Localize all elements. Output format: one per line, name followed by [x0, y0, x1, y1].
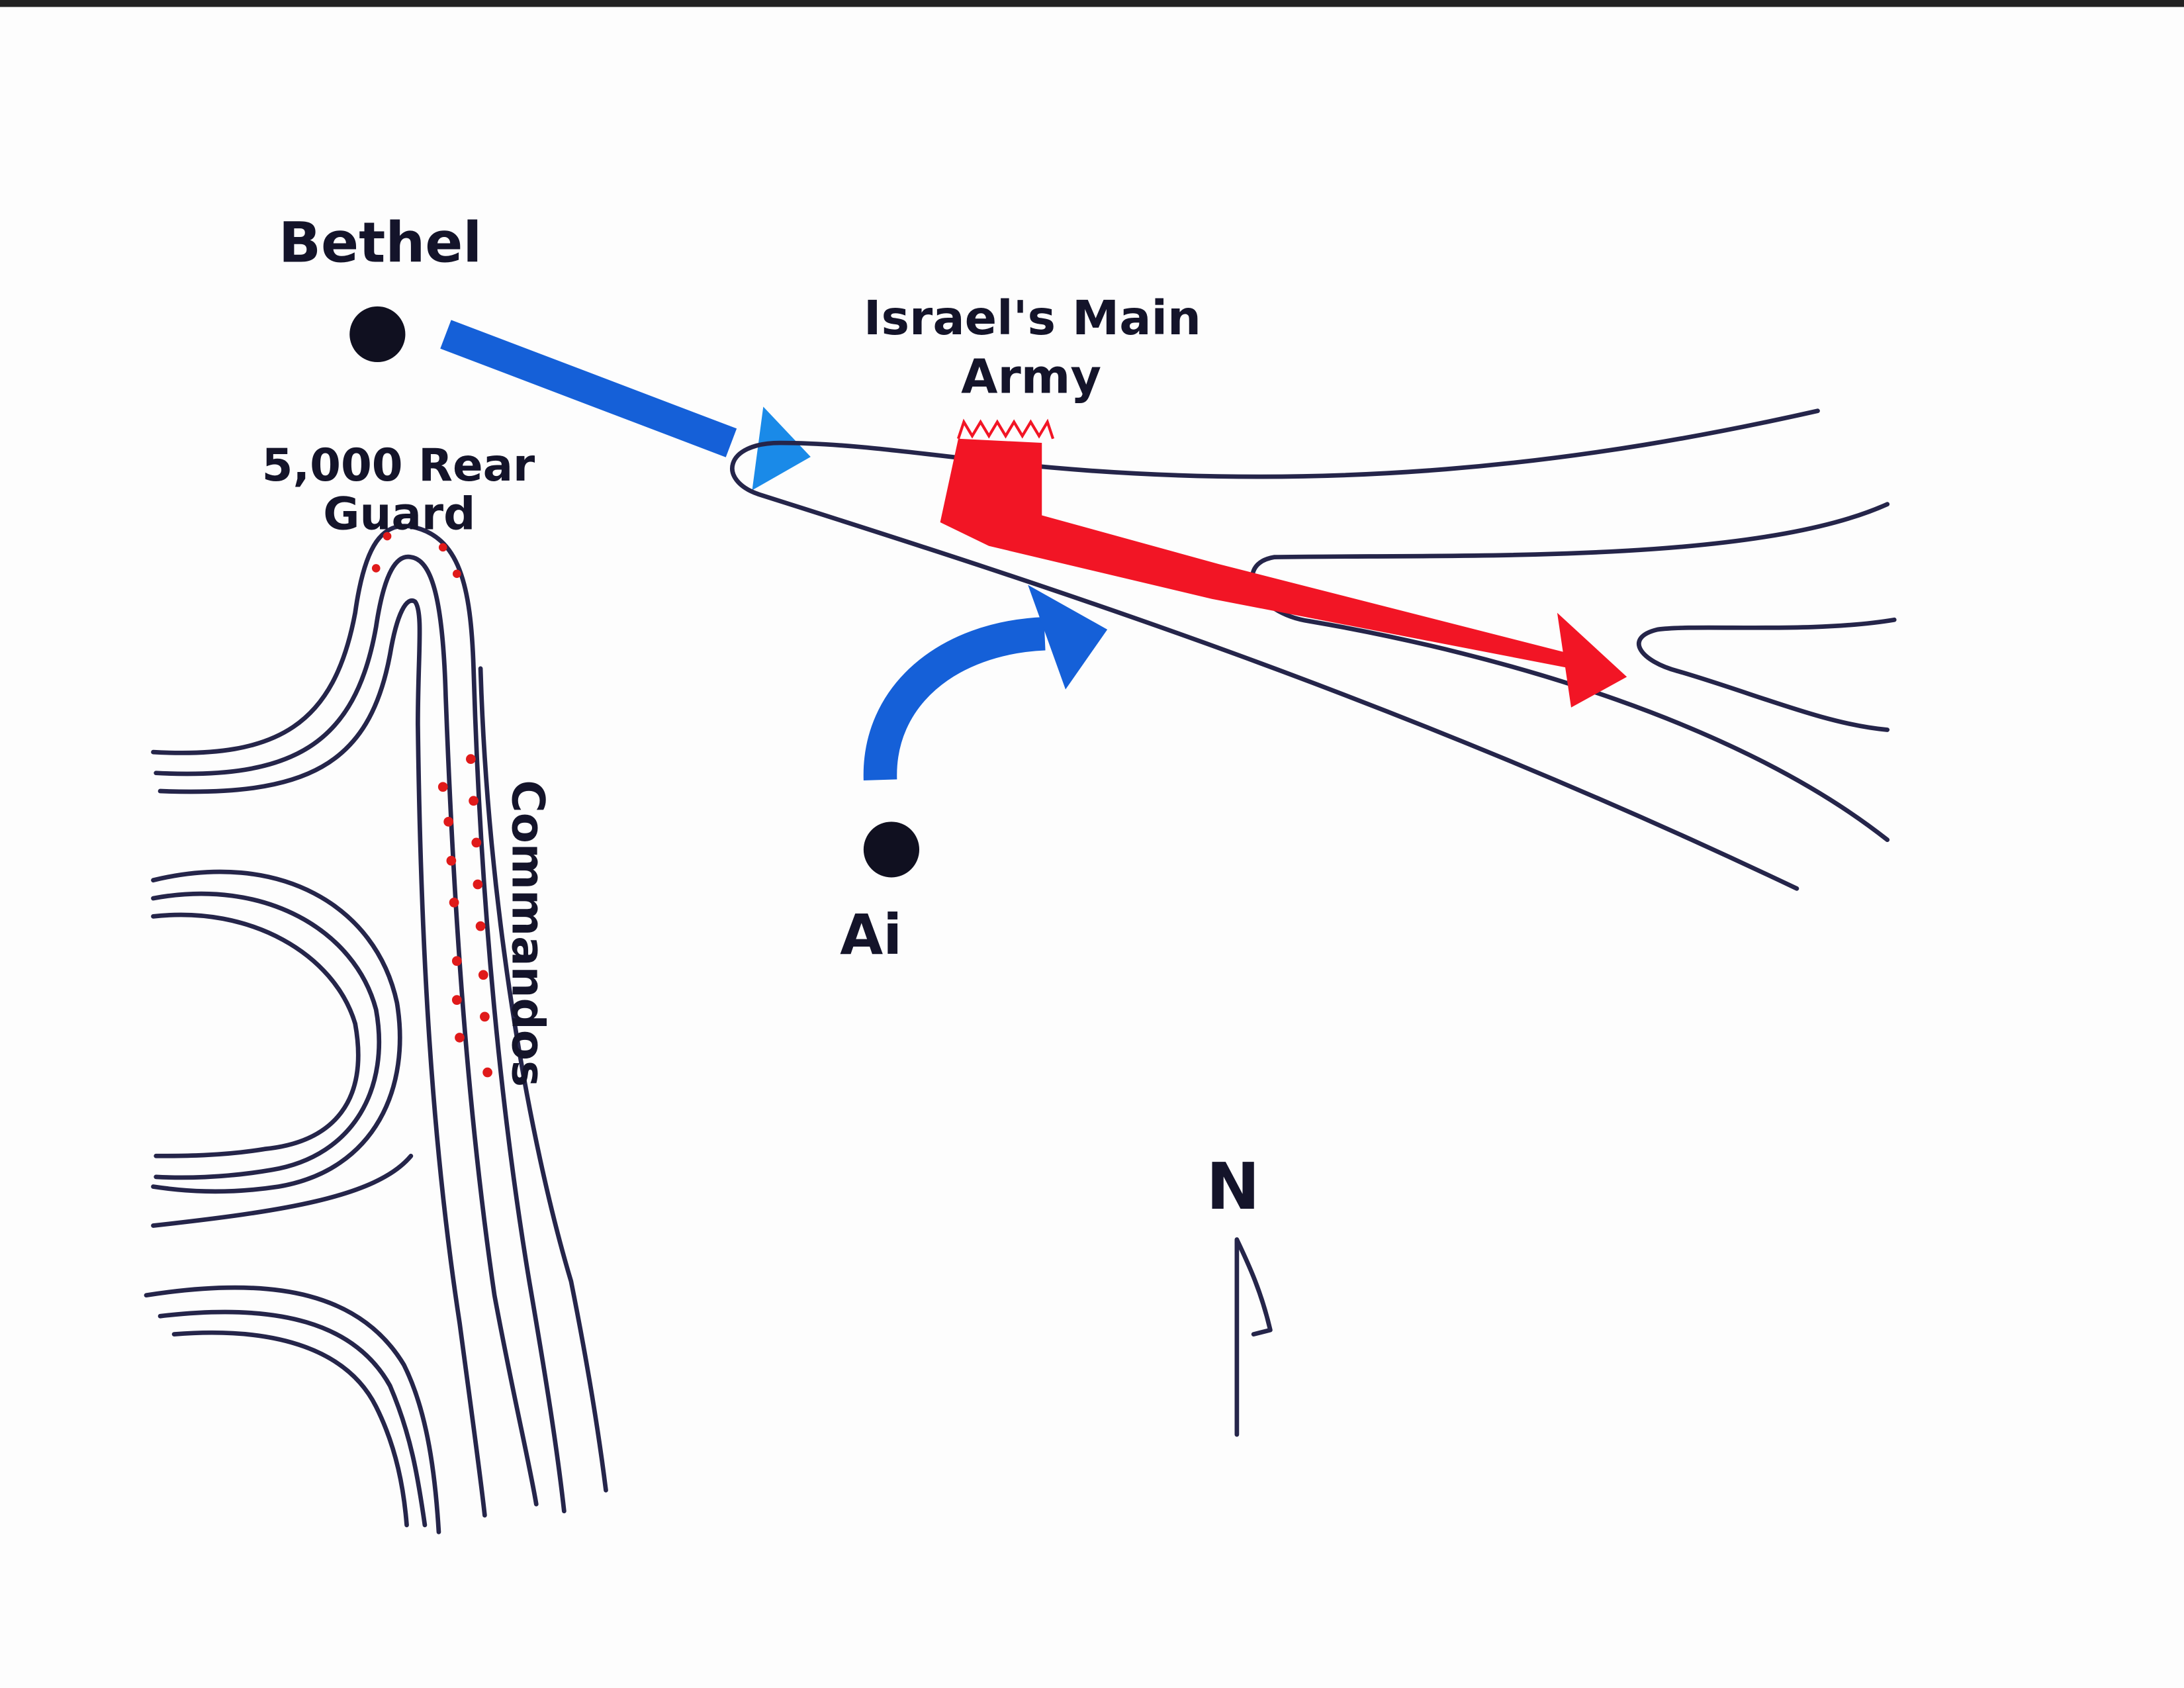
north-arrow: N [1206, 1149, 1273, 1437]
north-label: N [1206, 1149, 1260, 1224]
rear-guard-label-line1: 5,000 Rear [262, 440, 535, 491]
bethel-army-arrow [440, 320, 811, 491]
hill-contours [144, 524, 608, 1534]
main-army-arrow [940, 418, 1627, 708]
main-army-label-line1: Israel's Main [864, 291, 1201, 346]
ai-city-marker [863, 821, 920, 878]
scan-edge [0, 0, 2184, 7]
valley-line-east [1637, 617, 1897, 732]
ai-army-arrow [863, 585, 1108, 781]
bethel-city-marker [349, 306, 406, 363]
ai-label: Ai [840, 902, 902, 967]
commando-positions [371, 532, 492, 1078]
bethel-label: Bethel [279, 211, 482, 275]
commandos-label: Commandos [502, 780, 553, 1087]
main-army-label-line2: Army [961, 349, 1101, 404]
rear-guard-label-line2: Guard [323, 489, 475, 540]
valley-outline-main [730, 408, 1820, 891]
